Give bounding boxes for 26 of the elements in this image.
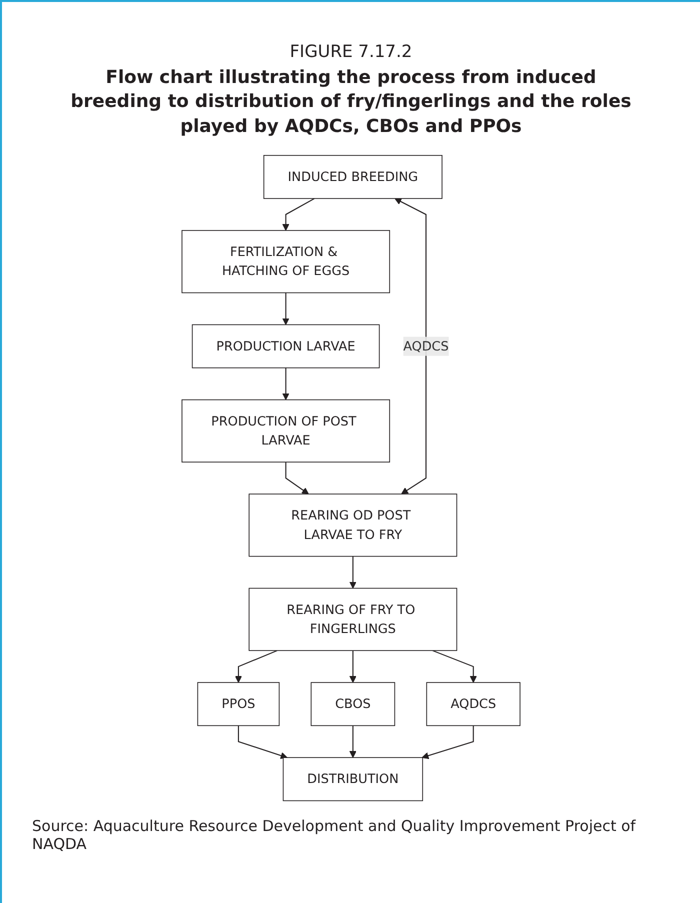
node-box: DISTRIBUTION — [282, 757, 424, 801]
arrow — [282, 198, 315, 231]
arrow — [349, 726, 356, 758]
node-box: AQDCS — [426, 682, 520, 726]
arrow — [238, 726, 288, 759]
source-caption: Source: Aquaculture Resource Development and Quality Improvement Project of NAQDA — [32, 817, 637, 853]
node-box: PPOS — [197, 682, 280, 726]
arrow — [422, 726, 474, 759]
node-box: INDUCED BREEDING — [263, 154, 442, 199]
node-box: CBOS — [310, 682, 396, 726]
node-box: PRODUCTION OF POST LARVAE — [182, 399, 390, 462]
arrow — [432, 650, 477, 683]
figure-number: FIGURE 7.17.2 — [288, 42, 414, 62]
arrow — [285, 462, 309, 494]
arrow — [394, 198, 427, 494]
diagram-title: Flow chart illustrating the process from induced breeding to distribution of fry/fingerlings and the roles played by AQDCs, CBOs and PPOs — [70, 66, 632, 139]
edge-label: AQDCS — [403, 338, 449, 354]
arrow — [349, 650, 356, 683]
arrow — [234, 650, 278, 683]
arrow — [349, 556, 356, 588]
node-box: REARING OF FRY TO FINGERLINGS — [248, 588, 458, 651]
node-box: PRODUCTION LARVAE — [192, 324, 380, 368]
arrow — [282, 292, 290, 325]
arrow — [282, 368, 290, 400]
node-box: REARING OD POST LARVAE TO FRY — [248, 494, 458, 557]
node-box: FERTILIZATION & HATCHING OF EGGS — [182, 230, 390, 294]
